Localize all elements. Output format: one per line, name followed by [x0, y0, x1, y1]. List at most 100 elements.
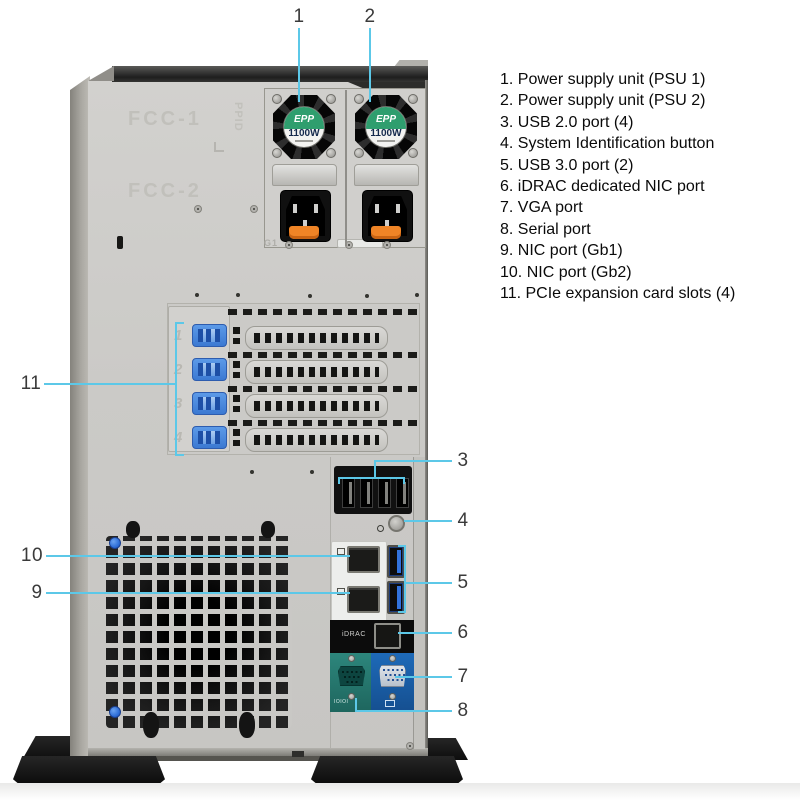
psu-service-tag: [337, 239, 383, 248]
callout-line-11: [44, 383, 176, 385]
callout-line-3-stub: [374, 462, 376, 478]
legend-item: 9. NIC port (Gb1): [500, 242, 623, 260]
embossed-fcc1: FCC-1: [128, 108, 202, 130]
screw: [272, 94, 282, 104]
vga-monitor-icon: [385, 700, 395, 707]
serial-port-pins: [342, 671, 344, 673]
callout-line-2: [369, 28, 371, 102]
pcie-slot-cover-2: [245, 360, 388, 384]
usb3-port-icon: [387, 581, 405, 614]
pcie-latch-1: [192, 324, 227, 347]
blue-thumbscrew: [109, 537, 121, 549]
embossed-g1: G1: [264, 238, 279, 248]
inlet-pin: [314, 204, 318, 213]
chassis-bottom-lip: [88, 756, 428, 761]
legend-item: 3. USB 2.0 port (4): [500, 113, 634, 131]
serial-port-label: IOIOI: [334, 699, 349, 705]
callout-line-3: [374, 460, 452, 462]
vent-pair: [233, 429, 240, 446]
callout-line-7: [395, 676, 452, 678]
vent-pair: [233, 395, 240, 412]
chassis-right-edge: [425, 80, 428, 756]
embossed-fcc2: FCC-2: [128, 180, 202, 202]
psu2-retention-clip: [371, 226, 401, 239]
screw-dot: [236, 293, 240, 297]
cover-perforation: [254, 401, 379, 411]
cover-perforation: [254, 367, 379, 377]
screw-dot: [365, 294, 369, 298]
callout-number-2: 2: [364, 6, 376, 27]
psu-badge-fineprint: [295, 140, 313, 142]
pcie-slot-cover-1: [245, 326, 388, 350]
nic-port-gb1: [347, 586, 380, 613]
inlet-pin: [293, 204, 297, 213]
legend-item: 11. PCIe expansion card slots (4): [500, 285, 736, 303]
callout-line-9: [46, 592, 350, 594]
legend-item: 8. Serial port: [500, 220, 591, 238]
security-slot: [117, 236, 123, 249]
legend-item: 10. NIC port (Gb2): [500, 263, 632, 281]
inlet-pin: [385, 220, 389, 229]
screw: [250, 205, 258, 213]
psu2-handle: [354, 164, 419, 186]
legend-item: 2. Power supply unit (PSU 2): [500, 92, 706, 110]
screw-dot: [308, 294, 312, 298]
screw: [383, 241, 391, 249]
callout-number-10: 10: [20, 545, 44, 566]
usb2-block: [334, 466, 412, 514]
screw: [348, 693, 355, 700]
screw: [272, 148, 282, 158]
floor-reflection: [0, 783, 800, 800]
psu-badge-watt: 1100W: [370, 128, 402, 139]
pcie-latch-3: [192, 392, 227, 415]
usb3-port-icon: [387, 545, 405, 578]
chassis-left-edge: [70, 76, 90, 758]
callout-number-4: 4: [457, 510, 469, 531]
screw: [285, 241, 293, 249]
system-id-icon: [377, 525, 384, 532]
usb2-port-icon: [360, 478, 373, 508]
usb2-port-icon: [378, 478, 391, 508]
latch-spool-icon: [198, 431, 220, 444]
chassis-corner-bevel: [88, 66, 114, 81]
blue-thumbscrew: [109, 706, 121, 718]
psu-badge-fineprint: [377, 140, 395, 142]
inlet-pin: [396, 204, 400, 213]
chassis-top-bezel: [112, 66, 428, 82]
screw: [326, 148, 336, 158]
psu1-epp-badge: EPP 1100W: [283, 106, 325, 148]
cover-perforation: [254, 333, 379, 343]
callout-bracket-5-tick: [398, 545, 404, 547]
latch-spool-icon: [198, 329, 220, 342]
pcie-slot-number-1: 1: [174, 327, 183, 344]
legend-item: 6. iDRAC dedicated NIC port: [500, 178, 705, 196]
psu1-retention-clip: [289, 226, 319, 239]
screw: [354, 94, 364, 104]
vent-pair: [233, 361, 240, 378]
callout-bracket-5-tick: [398, 611, 404, 613]
callout-number-6: 6: [457, 622, 469, 643]
screw: [389, 655, 396, 662]
callout-number-7: 7: [457, 666, 469, 687]
keyhole-stud: [126, 521, 140, 538]
keyhole-stud: [239, 712, 255, 738]
fan-grille: [106, 536, 292, 728]
front-left-foot: [13, 756, 165, 783]
psu1-power-inlet: [280, 190, 331, 242]
system-id-button: [388, 515, 405, 532]
psu-divider: [345, 90, 347, 246]
vga-port-pins: [383, 669, 385, 671]
screw: [408, 94, 418, 104]
callout-number-1: 1: [293, 6, 305, 27]
callout-number-3: 3: [457, 450, 469, 471]
callout-line-8: [356, 710, 452, 712]
callout-line-4: [404, 520, 452, 522]
callout-bracket-11: [175, 322, 177, 456]
callout-bracket-3-tick: [338, 479, 340, 484]
psu-1: EPP 1100W: [266, 90, 343, 246]
callout-line-5: [406, 582, 452, 584]
psu-badge-watt: 1100W: [288, 128, 320, 139]
nic-port-gb2: [347, 546, 380, 573]
psu-badge-epp: EPP: [366, 107, 406, 129]
legend-item: 5. USB 3.0 port (2): [500, 156, 634, 174]
